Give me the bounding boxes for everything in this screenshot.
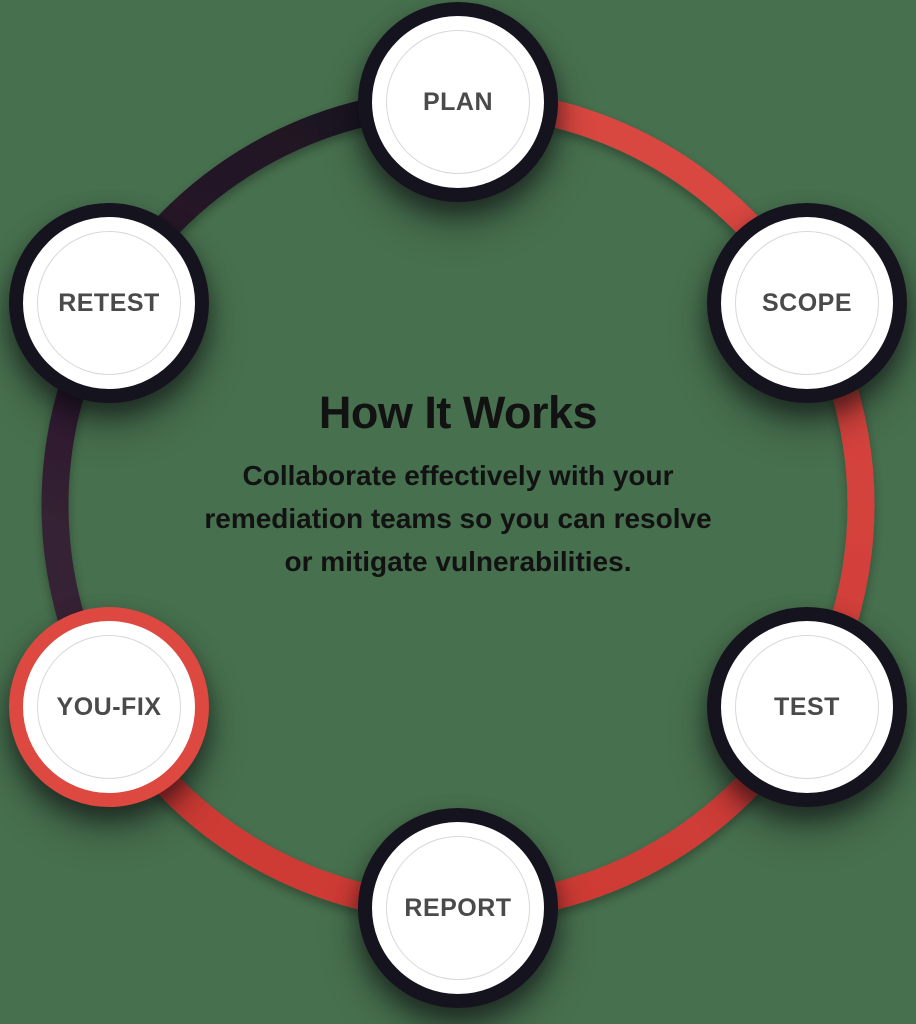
- description-line-1: Collaborate effectively with your: [242, 460, 674, 491]
- node-label-plan: PLAN: [422, 87, 494, 116]
- diagram-title: How It Works: [318, 387, 598, 438]
- node-scope: SCOPE: [707, 203, 907, 403]
- node-retest: RETEST: [9, 203, 209, 403]
- description-line-3: or mitigate vulnerabilities.: [284, 546, 632, 577]
- node-report: REPORT: [358, 808, 558, 1008]
- diagram-description: Collaborate effectively with your remedi…: [0, 454, 916, 583]
- node-plan: PLAN: [358, 2, 558, 202]
- node-label-scope: SCOPE: [761, 288, 853, 317]
- node-label-test: TEST: [774, 692, 840, 721]
- description-line-2: remediation teams so you can resolve: [204, 503, 712, 534]
- node-label-report: REPORT: [404, 893, 512, 922]
- node-you-fix: YOU-FIX: [9, 607, 209, 807]
- node-test: TEST: [707, 607, 907, 807]
- node-label-retest: RETEST: [58, 288, 160, 317]
- node-label-you-fix: YOU-FIX: [56, 692, 162, 721]
- center-text-block: How It Works Collaborate effectively wit…: [0, 386, 916, 583]
